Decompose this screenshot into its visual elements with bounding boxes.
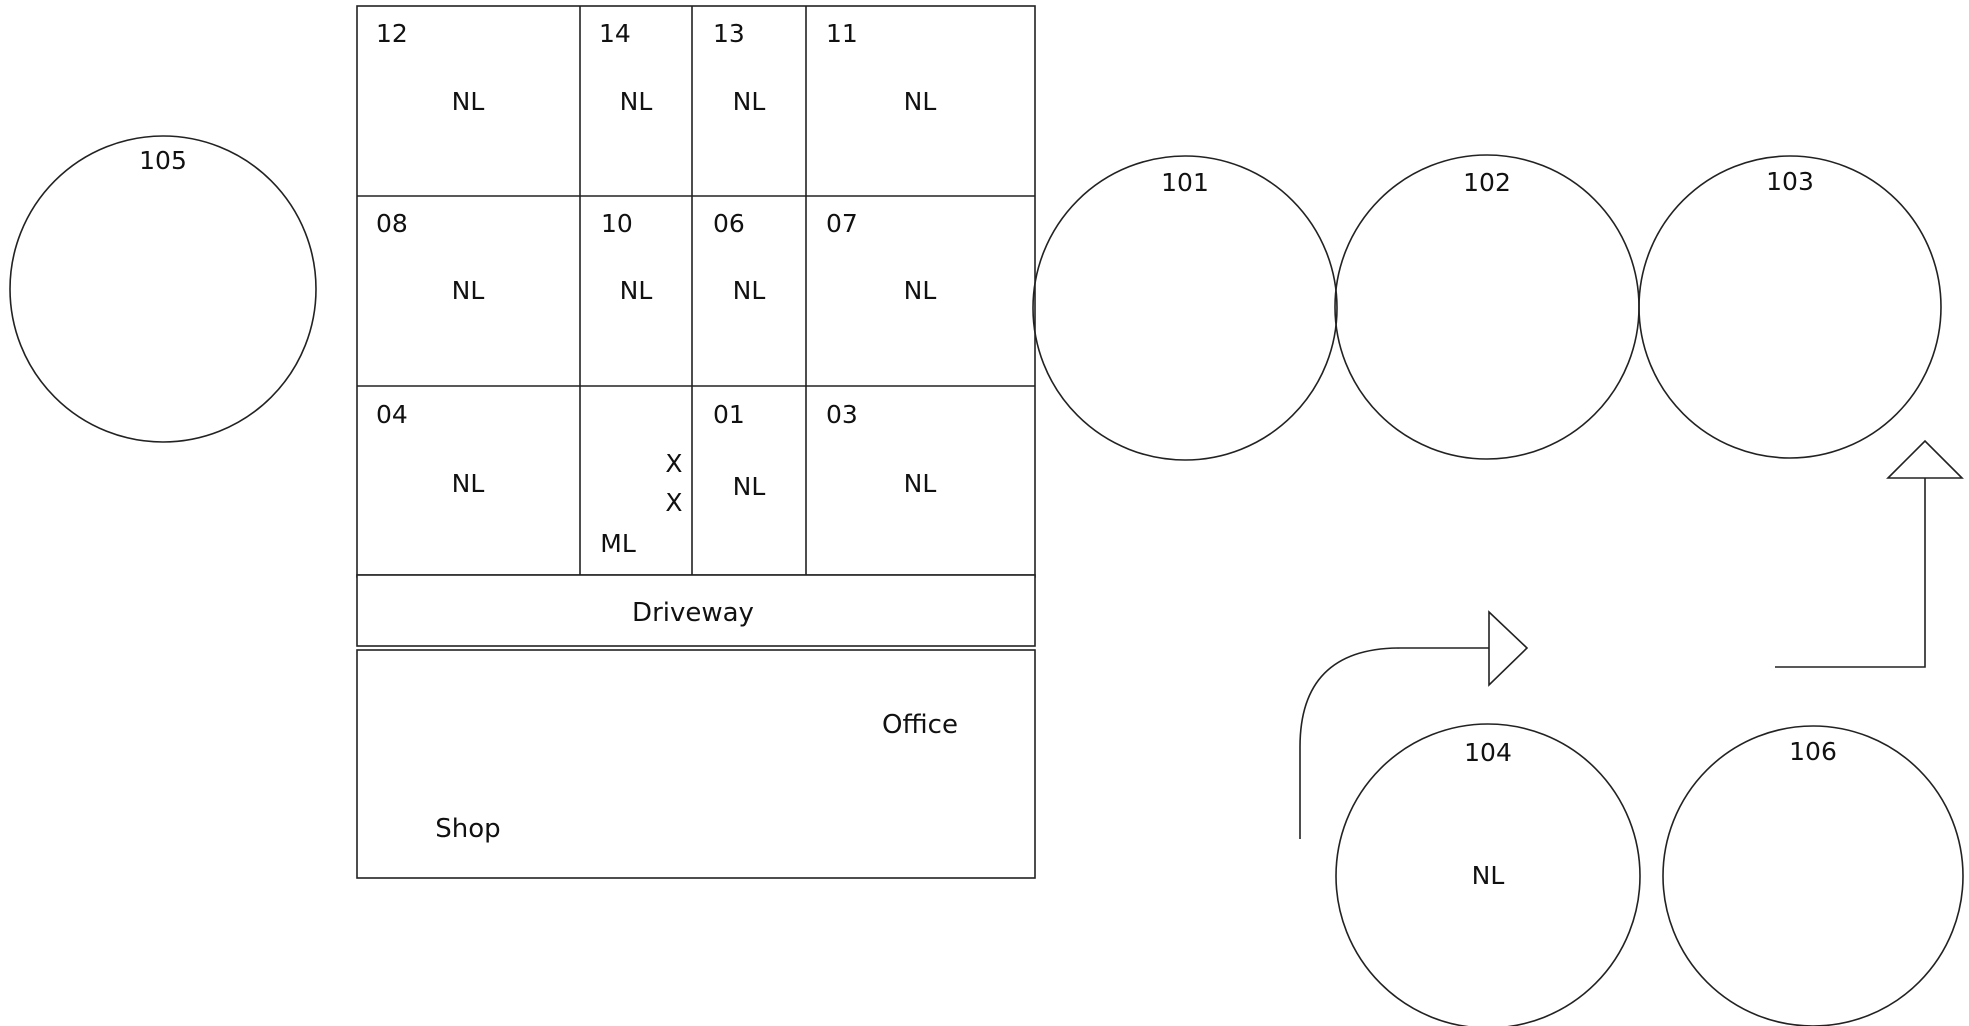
cell-14: 14 NL <box>599 19 652 116</box>
circle-number: 103 <box>1766 167 1814 196</box>
circle-outline <box>1662 725 1964 1026</box>
cell-04: 04 NL <box>376 400 484 498</box>
circle-outline <box>1335 723 1641 1026</box>
cell-10: 10 NL <box>601 209 652 305</box>
circle-number: 105 <box>139 146 187 175</box>
cell-08: 08 NL <box>376 209 484 305</box>
cell-12: 12 NL <box>376 19 484 116</box>
pen-grid-frame <box>356 5 1036 578</box>
circle-102: 102 <box>1334 154 1640 460</box>
cell-13: 13 NL <box>713 19 765 116</box>
cell-number: 10 <box>601 209 633 238</box>
cell-number: 13 <box>713 19 745 48</box>
cell-label: ML <box>600 529 636 558</box>
office-shop-building: Office Shop <box>356 649 1036 879</box>
circle-outline <box>1334 154 1640 460</box>
pen-grid <box>356 5 1036 578</box>
cell-number: 03 <box>826 400 858 429</box>
cell-01: 01 NL <box>713 400 765 501</box>
cell-06: 06 NL <box>713 209 765 305</box>
cell-number: 12 <box>376 19 408 48</box>
circle-outline <box>9 135 317 443</box>
cell-label: NL <box>733 276 766 305</box>
building-box <box>356 649 1036 879</box>
flow-arrow-curved <box>1299 610 1529 839</box>
arrow-head-right <box>1488 610 1529 687</box>
circle-number: 102 <box>1463 168 1511 197</box>
flow-arrow-elbow <box>1775 439 1964 668</box>
arrow-shaft <box>1299 647 1489 839</box>
arrow-shaft <box>1775 478 1926 668</box>
circle-number: 104 <box>1464 738 1512 767</box>
office-label: Office <box>882 710 958 740</box>
cell-label: NL <box>733 87 766 116</box>
cell-number: 04 <box>376 400 408 429</box>
cell-number: 14 <box>599 19 631 48</box>
circle-105: 105 <box>9 135 317 443</box>
circle-101: 101 <box>1032 155 1338 461</box>
circle-number: 106 <box>1789 737 1837 766</box>
cell-number: 07 <box>826 209 858 238</box>
cell-11: 11 NL <box>826 19 936 116</box>
cell-label: NL <box>904 276 937 305</box>
circle-106: 106 <box>1662 725 1964 1026</box>
cell-ml: X X ML <box>600 449 682 558</box>
circle-104: 104 NL <box>1335 723 1641 1026</box>
circle-outline <box>1638 155 1942 459</box>
shop-label: Shop <box>435 814 500 844</box>
circle-label: NL <box>1472 861 1505 890</box>
circle-103: 103 <box>1638 155 1942 459</box>
cell-03: 03 NL <box>826 400 936 498</box>
cell-label: NL <box>620 276 653 305</box>
x-mark: X <box>665 488 682 517</box>
cell-number: 06 <box>713 209 745 238</box>
cell-label: NL <box>904 469 937 498</box>
x-mark: X <box>665 449 682 478</box>
cell-label: NL <box>733 472 766 501</box>
circle-outline <box>1032 155 1338 461</box>
arrow-head-up <box>1886 439 1964 479</box>
cell-number: 11 <box>826 19 858 48</box>
cell-number: 01 <box>713 400 745 429</box>
driveway-box <box>356 574 1036 647</box>
driveway: Driveway <box>356 574 1036 647</box>
cell-label: NL <box>620 87 653 116</box>
cell-07: 07 NL <box>826 209 936 305</box>
cell-label: NL <box>452 276 485 305</box>
circle-number: 101 <box>1161 168 1209 197</box>
driveway-label: Driveway <box>632 598 754 628</box>
cell-number: 08 <box>376 209 408 238</box>
cell-label: NL <box>904 87 937 116</box>
cell-label: NL <box>452 469 485 498</box>
cell-label: NL <box>452 87 485 116</box>
